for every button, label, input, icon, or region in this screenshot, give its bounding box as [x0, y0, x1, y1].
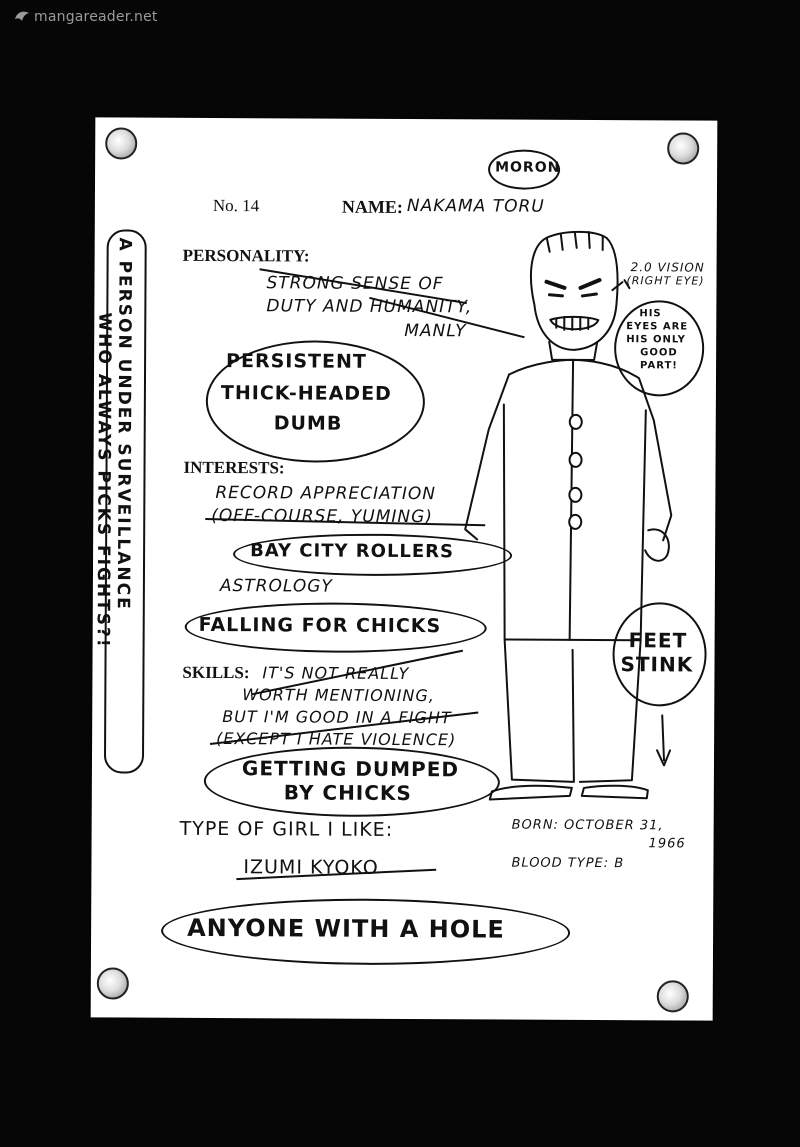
personality-actual-2: THICK-HEADED: [220, 382, 392, 405]
watermark: mangareader.net: [14, 9, 158, 25]
side-note-fights-text: WHO ALWAYS PICKS FIGHTS?!: [93, 312, 115, 648]
moron-label: MORON: [495, 159, 561, 176]
profile-sheet: MORON No. 14 NAME: NAKAMA TORU A PERSON …: [90, 117, 718, 1021]
skills-actual-1: GETTING DUMPED: [241, 756, 460, 782]
watermark-logo-icon: [14, 9, 30, 23]
personality-actual-3: DUMB: [273, 412, 343, 435]
born-year: 1966: [648, 836, 686, 852]
eyes-note-2: EYES ARE: [626, 321, 689, 333]
interest-bay-city-rollers: BAY CITY ROLLERS: [250, 540, 455, 563]
skills-actual-2: BY CHICKS: [283, 780, 412, 806]
side-note-fights: WHO ALWAYS PICKS FIGHTS?!: [90, 312, 116, 767]
watermark-text: mangareader.net: [34, 9, 158, 25]
side-note-surveillance-text: A PERSON UNDER SURVEILLANCE: [113, 237, 135, 610]
vision-note-1: 2.0 VISION: [630, 260, 705, 275]
interest-falling-for-chicks: FALLING FOR CHICKS: [198, 613, 442, 638]
svg-text:WHO ALWAYS PICKS FIGHTS?!: WHO ALWAYS PICKS FIGHTS?!: [93, 312, 115, 648]
name-label: NAME:: [341, 196, 403, 217]
feet-note-2: STINK: [620, 652, 694, 677]
interests-label: INTERESTS:: [183, 457, 285, 478]
eyes-note-1: HIS: [639, 308, 662, 320]
interest-records: RECORD APPRECIATION: [215, 483, 437, 505]
type-actual: ANYONE WITH A HOLE: [187, 913, 505, 944]
born-date: BORN: OCTOBER 31,: [511, 817, 664, 834]
skills-label: SKILLS:: [182, 662, 250, 683]
personality-actual-1: PERSISTENT: [226, 350, 367, 373]
feet-note-1: FEET: [628, 628, 688, 653]
eyes-note-5: PART!: [640, 360, 678, 372]
svg-text:A PERSON UNDER SURVEILLANCE: A PERSON UNDER SURVEILLANCE: [113, 237, 135, 610]
side-note-surveillance: A PERSON UNDER SURVEILLANCE: [110, 237, 137, 767]
vision-note-2: (RIGHT EYE): [626, 274, 705, 288]
type-label: TYPE OF GIRL I LIKE:: [179, 817, 394, 841]
personality-crossed-3: MANLY: [404, 320, 467, 342]
eyes-note-3: HIS ONLY: [626, 334, 686, 346]
skills-crossed-3: BUT I'M GOOD IN A FIGHT: [222, 707, 452, 728]
personality-label: PERSONALITY:: [182, 245, 310, 266]
blood-type: BLOOD TYPE: B: [511, 855, 625, 872]
eyes-note-4: GOOD: [640, 347, 678, 359]
character-name: NAKAMA TORU: [406, 196, 545, 217]
profile-number: No. 14: [212, 195, 260, 216]
interest-astrology: ASTROLOGY: [219, 576, 333, 597]
character-drawing: [464, 230, 673, 801]
